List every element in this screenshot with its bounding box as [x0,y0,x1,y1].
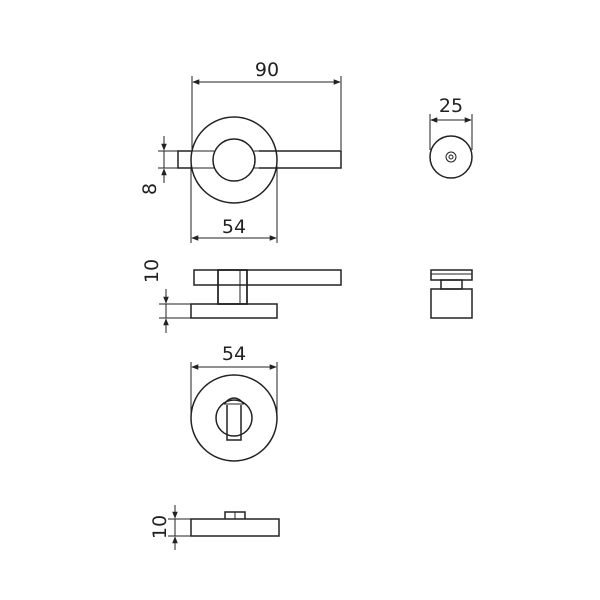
dimension-label-10-turn: 10 [149,515,171,539]
lever-bar [259,150,342,169]
dimension-label-10-side: 10 [141,259,163,283]
rose-outline [190,116,278,204]
dimension-25: 25 [429,95,473,150]
lever-left-stub [177,150,191,169]
escutcheon-rose [190,374,278,462]
spindle-hub [212,138,256,182]
front-view-lever [177,116,342,204]
dimension-label-25: 25 [439,95,463,117]
dimension-label-54-top: 54 [222,216,246,238]
dimension-label-54-bottom: 54 [222,343,246,365]
dimension-10-side: 10 [141,259,191,333]
dimension-8: 8 [139,136,180,195]
escutcheon-side-view [190,511,280,537]
lever-side [193,269,342,286]
dimension-label-8: 8 [139,183,161,195]
knob-neck [440,279,463,290]
side-view-lever [190,269,342,319]
escutcheon-inner-ring [215,399,253,437]
knob-side-view [430,269,473,319]
rose-side [190,303,278,319]
dimension-label-90: 90 [255,59,279,81]
knob-cap [430,269,473,281]
knob-base [430,288,473,319]
dimension-10-turn: 10 [149,505,191,550]
dimension-54-top: 54 [190,166,278,243]
coin-slot [226,405,242,441]
knob-outline [429,135,473,179]
escutcheon-plate-side [190,518,280,537]
knob-front-view [429,135,473,179]
dimension-54-bottom: 54 [190,343,278,414]
escutcheon-front-view [190,374,278,462]
hub-side [217,269,248,305]
dimension-90: 90 [191,59,342,150]
knob-indicator [445,151,457,163]
